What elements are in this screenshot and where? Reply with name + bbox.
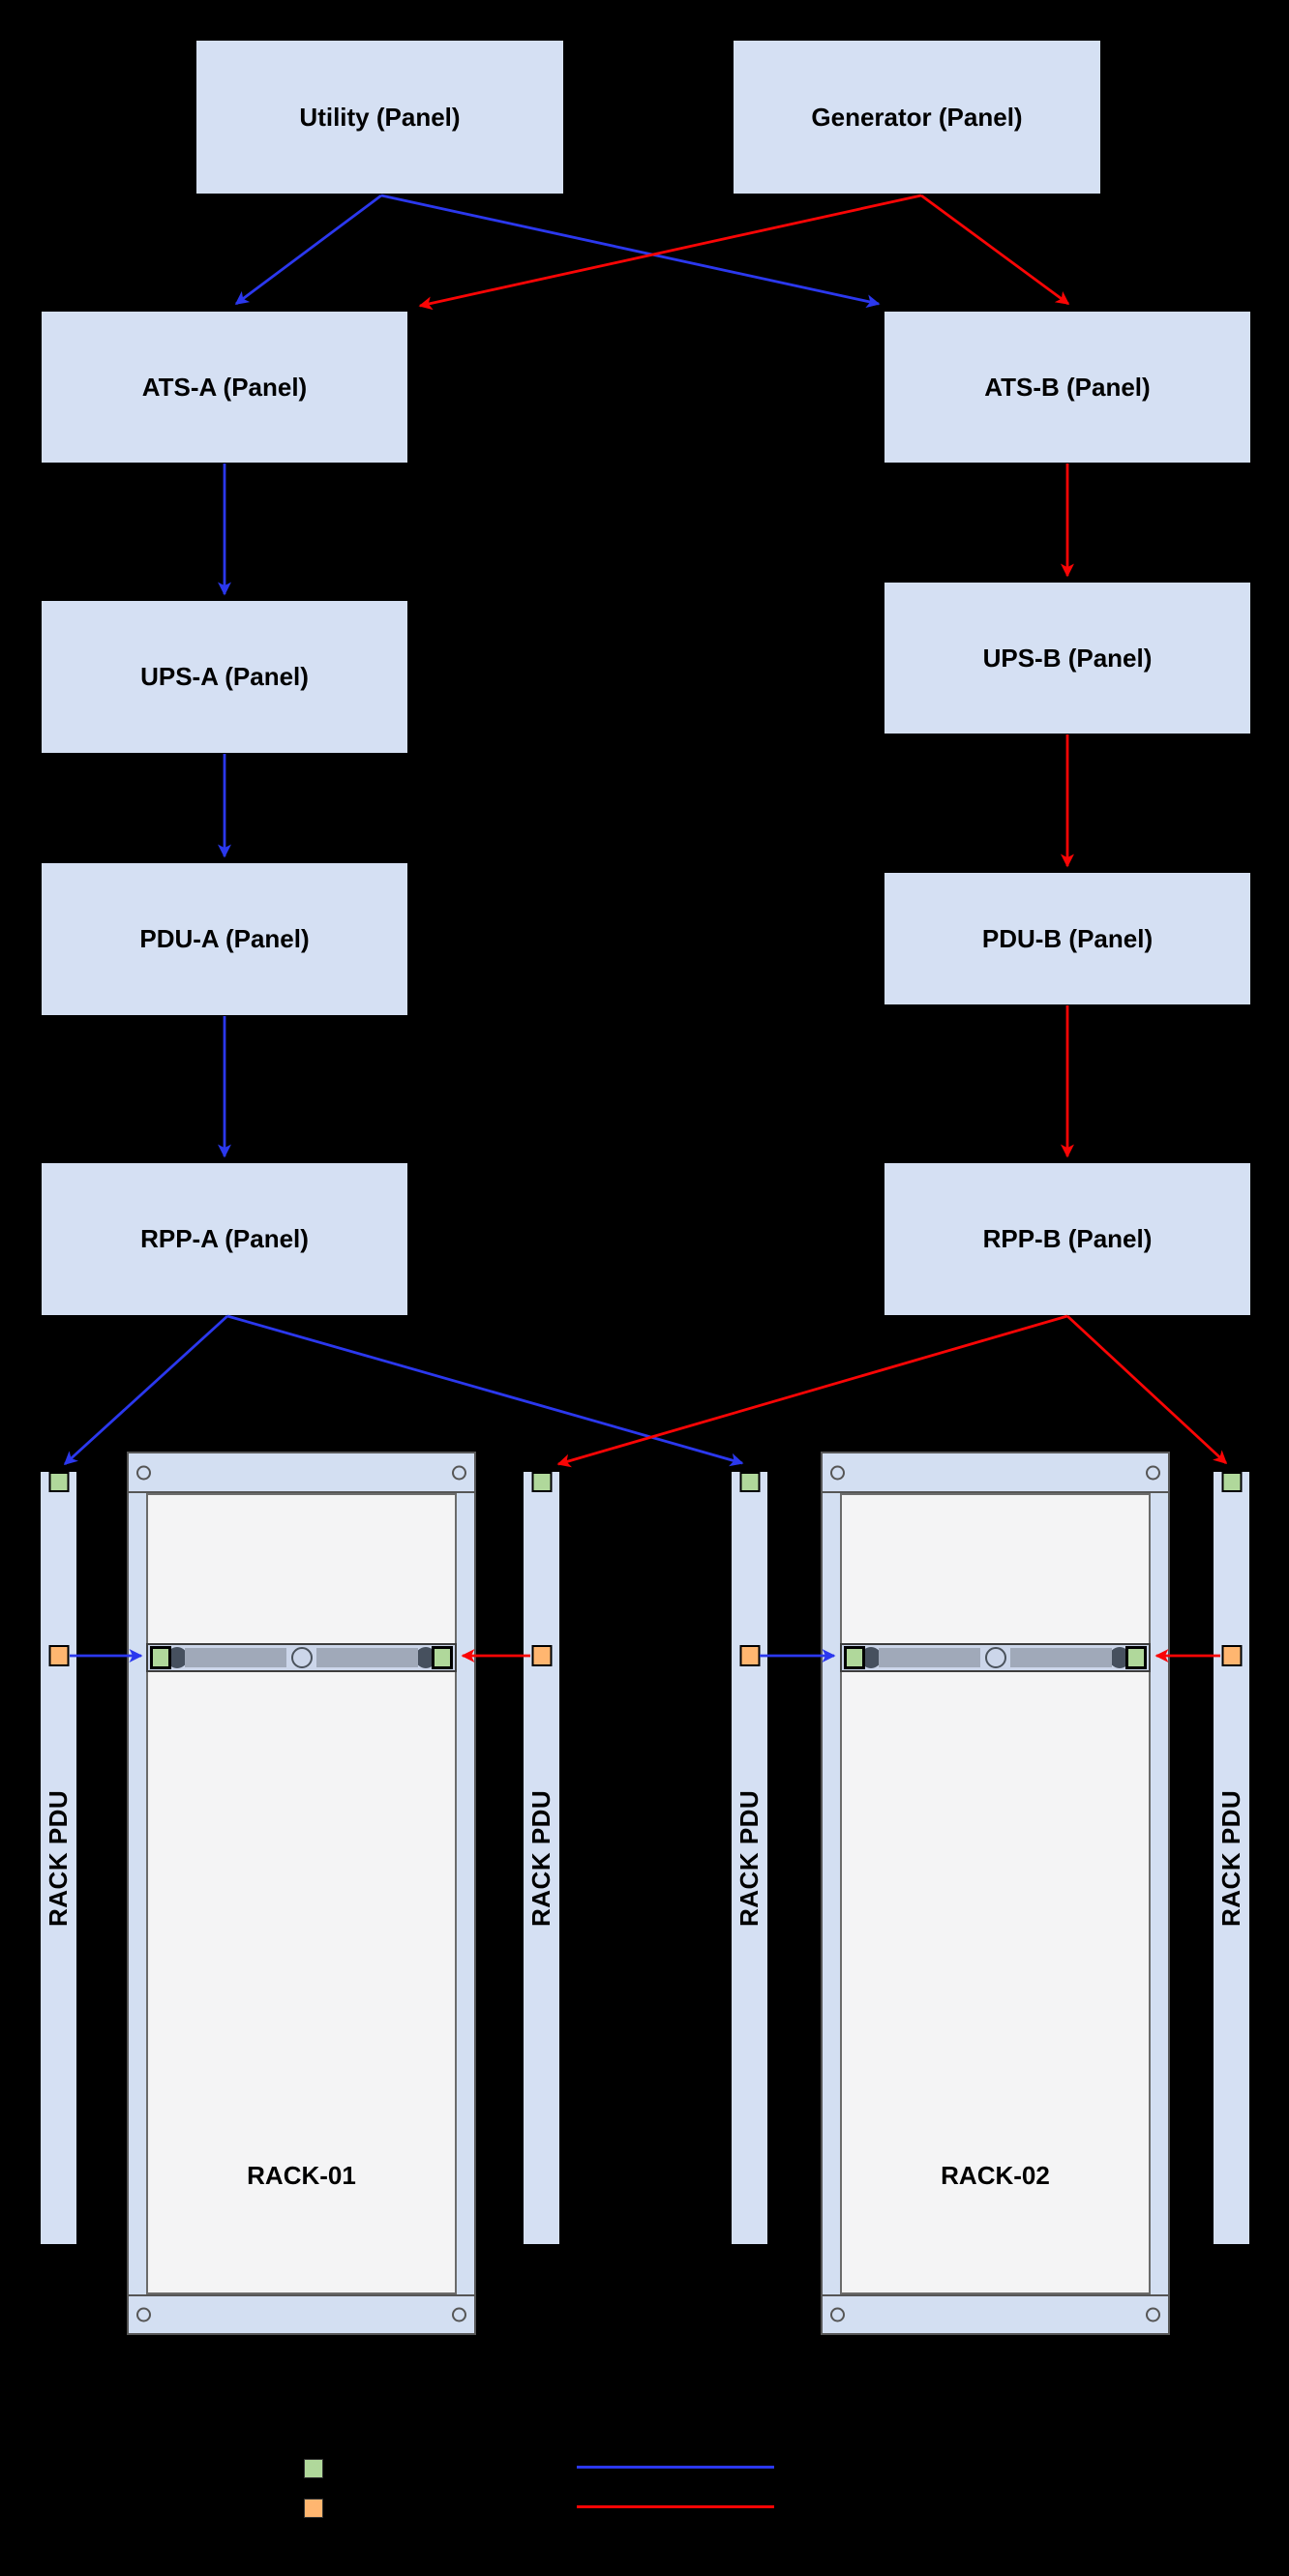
pdu-outlet xyxy=(739,1645,760,1666)
rack-02-bottom-panel xyxy=(823,2294,1168,2333)
mounting-hole-icon xyxy=(136,1465,151,1480)
server-handle-bar xyxy=(185,1648,286,1667)
pdu-input-port xyxy=(739,1472,760,1492)
rack-01-bottom-panel xyxy=(129,2294,474,2333)
panel-ats-b: ATS-B (Panel) xyxy=(884,312,1250,463)
rack-pdu-strip-1a: RACK PDU xyxy=(41,1472,76,2244)
psu-socket-icon xyxy=(166,1647,188,1668)
rack-02-interior: RACK-02 xyxy=(840,1493,1151,2294)
psu-socket-icon xyxy=(415,1647,436,1668)
panel-rpp-b: RPP-B (Panel) xyxy=(884,1163,1250,1315)
rack-02-server-1u xyxy=(840,1643,1151,1672)
server-handle-bar xyxy=(316,1648,418,1667)
rack-01-psu-b xyxy=(432,1646,453,1669)
rack-pdu-label: RACK PDU xyxy=(44,1789,73,1927)
mounting-hole-icon xyxy=(1146,2307,1160,2322)
pdu-outlet xyxy=(1221,1645,1242,1666)
legend-green-port-swatch xyxy=(304,2459,323,2478)
panel-pdu-b: PDU-B (Panel) xyxy=(884,873,1250,1004)
rack-02-psu-a xyxy=(844,1646,865,1669)
panel-pdu-a: PDU-A (Panel) xyxy=(42,863,407,1015)
arrow-rpp-b-to-rack1-pdu-b xyxy=(556,1314,1068,1468)
pdu-input-port xyxy=(1221,1472,1242,1492)
psu-socket-icon xyxy=(1109,1647,1130,1668)
mounting-hole-icon xyxy=(830,1465,845,1480)
panel-ats-a: ATS-A (Panel) xyxy=(42,312,407,463)
rack-02-cabinet: RACK-02 xyxy=(821,1452,1170,2335)
arrow-generator-to-ats-a xyxy=(418,194,922,311)
panel-utility: Utility (Panel) xyxy=(196,41,563,194)
rack-01-top-panel xyxy=(129,1453,474,1493)
panel-ups-b: UPS-B (Panel) xyxy=(884,583,1250,734)
panel-ups-b-label: UPS-B (Panel) xyxy=(982,643,1153,673)
rack-01-cabinet: RACK-01 xyxy=(127,1452,476,2335)
panel-generator-label: Generator (Panel) xyxy=(811,102,1023,132)
panel-pdu-b-label: PDU-B (Panel) xyxy=(981,923,1154,953)
pdu-input-port xyxy=(48,1472,69,1492)
rack-pdu-label: RACK PDU xyxy=(1216,1789,1245,1927)
panel-ups-a: UPS-A (Panel) xyxy=(42,601,407,753)
rack-02-label: RACK-02 xyxy=(941,2161,1050,2190)
psu-socket-icon xyxy=(860,1647,882,1668)
rack-02-psu-b xyxy=(1125,1646,1147,1669)
legend-orange-outlet-swatch xyxy=(304,2499,323,2518)
legend-b-feed-line xyxy=(577,2505,774,2508)
panel-rpp-a-label: RPP-A (Panel) xyxy=(140,1224,309,1253)
pdu-outlet xyxy=(531,1645,552,1666)
server-button-icon xyxy=(290,1647,313,1668)
rack-01-server-1u xyxy=(146,1643,457,1672)
mounting-hole-icon xyxy=(452,2307,466,2322)
server-handle-bar xyxy=(1010,1648,1112,1667)
arrow-rpp-b-to-rack2-pdu-b xyxy=(1066,1314,1228,1465)
mounting-hole-icon xyxy=(452,1465,466,1480)
server-handle-bar xyxy=(879,1648,980,1667)
mounting-hole-icon xyxy=(830,2307,845,2322)
rack-pdu-label: RACK PDU xyxy=(526,1789,555,1927)
rack-pdu-strip-1b: RACK PDU xyxy=(524,1472,559,2244)
server-button-icon xyxy=(984,1647,1006,1668)
panel-rpp-a: RPP-A (Panel) xyxy=(42,1163,407,1315)
panel-ats-b-label: ATS-B (Panel) xyxy=(984,372,1151,402)
panel-ups-a-label: UPS-A (Panel) xyxy=(140,662,309,691)
arrow-rpp-a-to-rack2-pdu-a xyxy=(226,1314,744,1467)
rack-01-psu-a xyxy=(150,1646,171,1669)
rack-pdu-label: RACK PDU xyxy=(734,1789,764,1927)
pdu-input-port xyxy=(531,1472,552,1492)
panel-ats-a-label: ATS-A (Panel) xyxy=(141,372,308,402)
arrow-utility-to-ats-a xyxy=(234,194,382,306)
arrow-rpp-a-to-rack1-pdu-a xyxy=(63,1314,228,1466)
arrow-utility-to-ats-b xyxy=(380,194,881,309)
mounting-hole-icon xyxy=(1146,1465,1160,1480)
arrow-generator-to-ats-b xyxy=(920,194,1070,306)
pdu-outlet xyxy=(48,1645,69,1666)
panel-generator: Generator (Panel) xyxy=(734,41,1100,194)
panel-rpp-b-label: RPP-B (Panel) xyxy=(982,1224,1153,1253)
panel-pdu-a-label: PDU-A (Panel) xyxy=(139,924,310,953)
legend-a-feed-line xyxy=(577,2466,774,2469)
mounting-hole-icon xyxy=(136,2307,151,2322)
rack-pdu-strip-2a: RACK PDU xyxy=(732,1472,767,2244)
rack-01-label: RACK-01 xyxy=(247,2161,356,2190)
panel-utility-label: Utility (Panel) xyxy=(299,102,461,132)
rack-02-top-panel xyxy=(823,1453,1168,1493)
rack-pdu-strip-2b: RACK PDU xyxy=(1214,1472,1249,2244)
rack-01-interior: RACK-01 xyxy=(146,1493,457,2294)
